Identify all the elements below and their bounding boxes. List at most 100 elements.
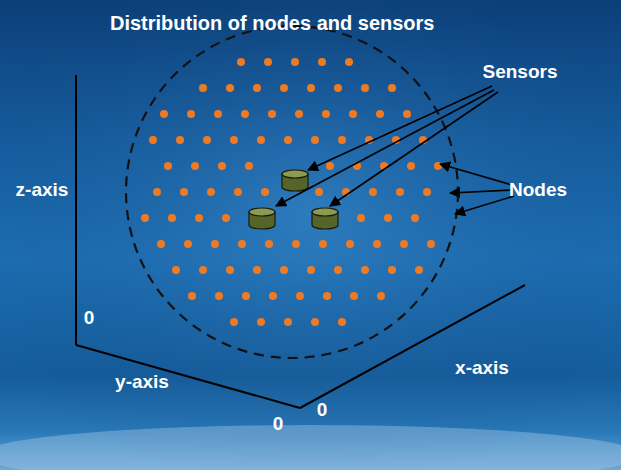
node-dot (207, 188, 215, 196)
node-dot (384, 214, 392, 222)
node-dot (373, 240, 381, 248)
seabed-haze (0, 425, 621, 470)
node-dot (241, 110, 249, 118)
sensor-top (249, 208, 275, 216)
diagram-title: Distribution of nodes and sensors (110, 12, 434, 35)
origin-label: 0 (317, 399, 328, 421)
node-dot (334, 266, 342, 274)
node-dot (338, 318, 346, 326)
node-dot (291, 58, 299, 66)
node-dot (307, 84, 315, 92)
node-dot (160, 110, 168, 118)
node-dot (369, 188, 377, 196)
node-dot (180, 188, 188, 196)
node-dot (319, 240, 327, 248)
node-dot (345, 58, 353, 66)
node-dot (230, 318, 238, 326)
node-dot (191, 162, 199, 170)
node-dot (199, 84, 207, 92)
axis-label: x-axis (455, 357, 509, 379)
leader-arrows (276, 86, 514, 214)
sensor-cylinder (249, 208, 275, 229)
sensor-cylinder (282, 170, 308, 191)
node-dot (315, 188, 323, 196)
node-dot (396, 188, 404, 196)
node-dot (296, 292, 304, 300)
node-dot (164, 162, 172, 170)
node-dot (245, 162, 253, 170)
node-dot (218, 162, 226, 170)
node-dot (403, 110, 411, 118)
node-dot (307, 266, 315, 274)
axis-label: z-axis (16, 179, 69, 201)
leader-arrow (308, 86, 492, 170)
z-axis-line (75, 75, 77, 345)
node-dot (203, 136, 211, 144)
node-dot (376, 110, 384, 118)
node-dot (338, 136, 346, 144)
node-dot (349, 110, 357, 118)
axis-label: y-axis (115, 371, 169, 393)
node-dot (323, 292, 331, 300)
node-dot (257, 136, 265, 144)
node-dot (253, 84, 261, 92)
node-dot (149, 136, 157, 144)
node-dot (187, 110, 195, 118)
node-dot (350, 292, 358, 300)
node-dot (407, 162, 415, 170)
node-dot (311, 136, 319, 144)
leader-arrow (440, 164, 512, 185)
sensor-cylinder (312, 208, 338, 229)
node-dot (377, 292, 385, 300)
node-dot (261, 188, 269, 196)
node-dot (434, 162, 442, 170)
sensors (249, 170, 338, 229)
node-dot (284, 318, 292, 326)
node-dot (141, 214, 149, 222)
origin-label: 0 (273, 413, 284, 435)
node-dot (346, 240, 354, 248)
node-dot (230, 136, 238, 144)
node-dot (215, 292, 223, 300)
node-dot (184, 240, 192, 248)
node-dot (388, 84, 396, 92)
node-dot (172, 266, 180, 274)
node-dot (222, 214, 230, 222)
node-dot (311, 318, 319, 326)
node-dot (253, 266, 261, 274)
node-dot (264, 58, 272, 66)
node-dot (242, 292, 250, 300)
node-dot (427, 240, 435, 248)
node-dot (361, 266, 369, 274)
sensor-top (282, 170, 308, 178)
y-axis-line (76, 345, 300, 408)
node-dot (257, 318, 265, 326)
sensor-top (312, 208, 338, 216)
node-dot (226, 266, 234, 274)
node-dot (411, 214, 419, 222)
node-dot (214, 110, 222, 118)
node-dot (280, 266, 288, 274)
node-dots (141, 58, 442, 326)
node-dot (400, 240, 408, 248)
leader-arrow (455, 196, 514, 214)
node-dot (388, 266, 396, 274)
node-dot (168, 214, 176, 222)
leader-arrow (450, 190, 512, 193)
node-dot (188, 292, 196, 300)
node-dot (153, 188, 161, 196)
node-dot (423, 188, 431, 196)
callout-label: Sensors (483, 61, 558, 83)
region-circle (126, 26, 458, 358)
node-dot (326, 162, 334, 170)
leader-arrow (330, 92, 498, 206)
node-dot (238, 240, 246, 248)
node-dot (265, 240, 273, 248)
node-dot (268, 110, 276, 118)
leader-arrow (276, 90, 494, 206)
node-dot (292, 240, 300, 248)
node-dot (195, 214, 203, 222)
callout-label: Nodes (509, 179, 567, 201)
